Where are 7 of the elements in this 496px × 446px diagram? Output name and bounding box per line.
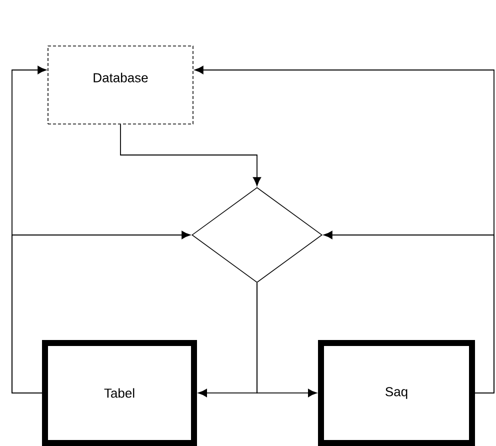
arrow <box>324 230 494 394</box>
process-box: Saq <box>318 340 475 446</box>
arrow <box>256 282 317 398</box>
arrow <box>120 124 262 186</box>
arrow <box>12 230 190 394</box>
process-box: Tabel <box>42 340 197 446</box>
database-box: Database <box>48 46 194 124</box>
